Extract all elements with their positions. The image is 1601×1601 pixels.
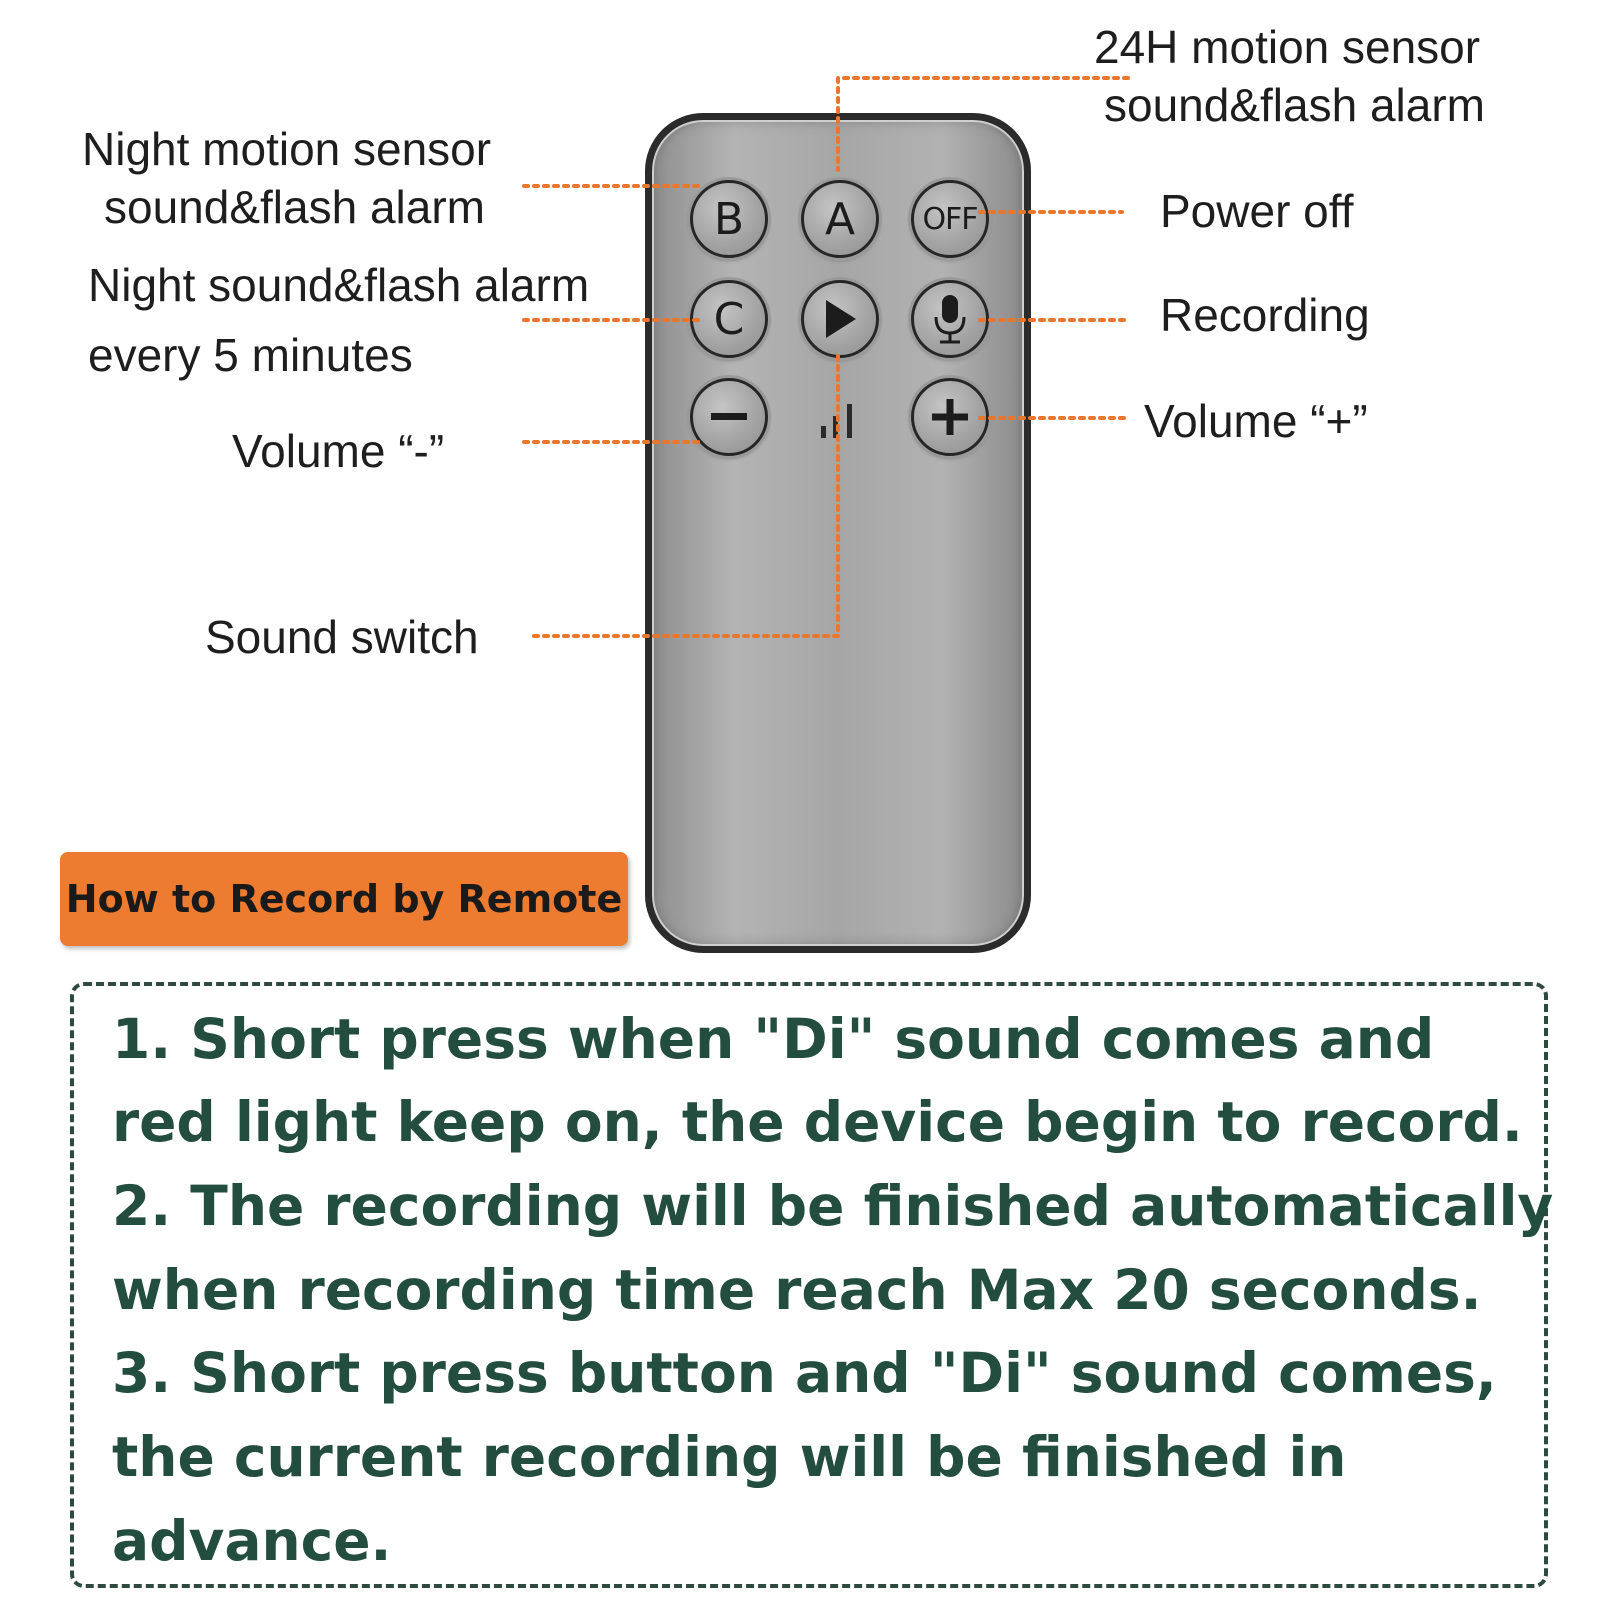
remote-control: B A OFF C xyxy=(645,113,1031,953)
instructions-box xyxy=(70,982,1548,1588)
button-play[interactable] xyxy=(801,280,879,358)
instruction-line-6: the current recording will be finished i… xyxy=(112,1425,1347,1489)
button-a[interactable]: A xyxy=(801,180,879,258)
how-to-record-title: How to Record by Remote xyxy=(60,852,628,946)
leader-24h-motion xyxy=(836,76,1130,172)
leader-sound-switch xyxy=(532,352,840,638)
label-sound-switch: Sound switch xyxy=(205,611,479,663)
button-b[interactable]: B xyxy=(690,180,768,258)
label-24h-motion-line2: sound&flash alarm xyxy=(1104,79,1485,131)
instruction-line-7: advance. xyxy=(112,1509,392,1573)
button-volume-minus[interactable] xyxy=(690,378,768,456)
button-c[interactable]: C xyxy=(690,280,768,358)
plus-icon xyxy=(932,399,968,435)
label-volume-minus: Volume “-” xyxy=(232,425,445,477)
minus-icon xyxy=(711,413,747,420)
instruction-line-1: 1. Short press when "Di" sound comes and xyxy=(112,1007,1435,1071)
volume-bars-icon xyxy=(821,404,852,438)
label-night-alarm-line1: Night sound&flash alarm xyxy=(88,259,590,311)
label-volume-plus: Volume “+” xyxy=(1144,395,1368,447)
button-off[interactable]: OFF xyxy=(911,180,989,258)
label-night-motion-line1: Night motion sensor xyxy=(82,123,492,175)
microphone-icon xyxy=(934,295,966,344)
button-volume-plus[interactable] xyxy=(911,378,989,456)
instruction-line-2: red light keep on, the device begin to r… xyxy=(112,1090,1523,1154)
label-night-alarm-line2: every 5 minutes xyxy=(88,329,413,381)
play-icon xyxy=(826,300,856,338)
label-power-off: Power off xyxy=(1160,185,1354,237)
button-record[interactable] xyxy=(911,280,989,358)
instruction-line-4: when recording time reach Max 20 seconds… xyxy=(112,1258,1482,1322)
instruction-line-3: 2. The recording will be finished automa… xyxy=(112,1174,1554,1238)
label-24h-motion-line1: 24H motion sensor xyxy=(1094,21,1481,73)
label-night-motion-line2: sound&flash alarm xyxy=(104,181,485,233)
label-recording: Recording xyxy=(1160,289,1370,341)
instruction-line-5: 3. Short press button and "Di" sound com… xyxy=(112,1341,1497,1405)
